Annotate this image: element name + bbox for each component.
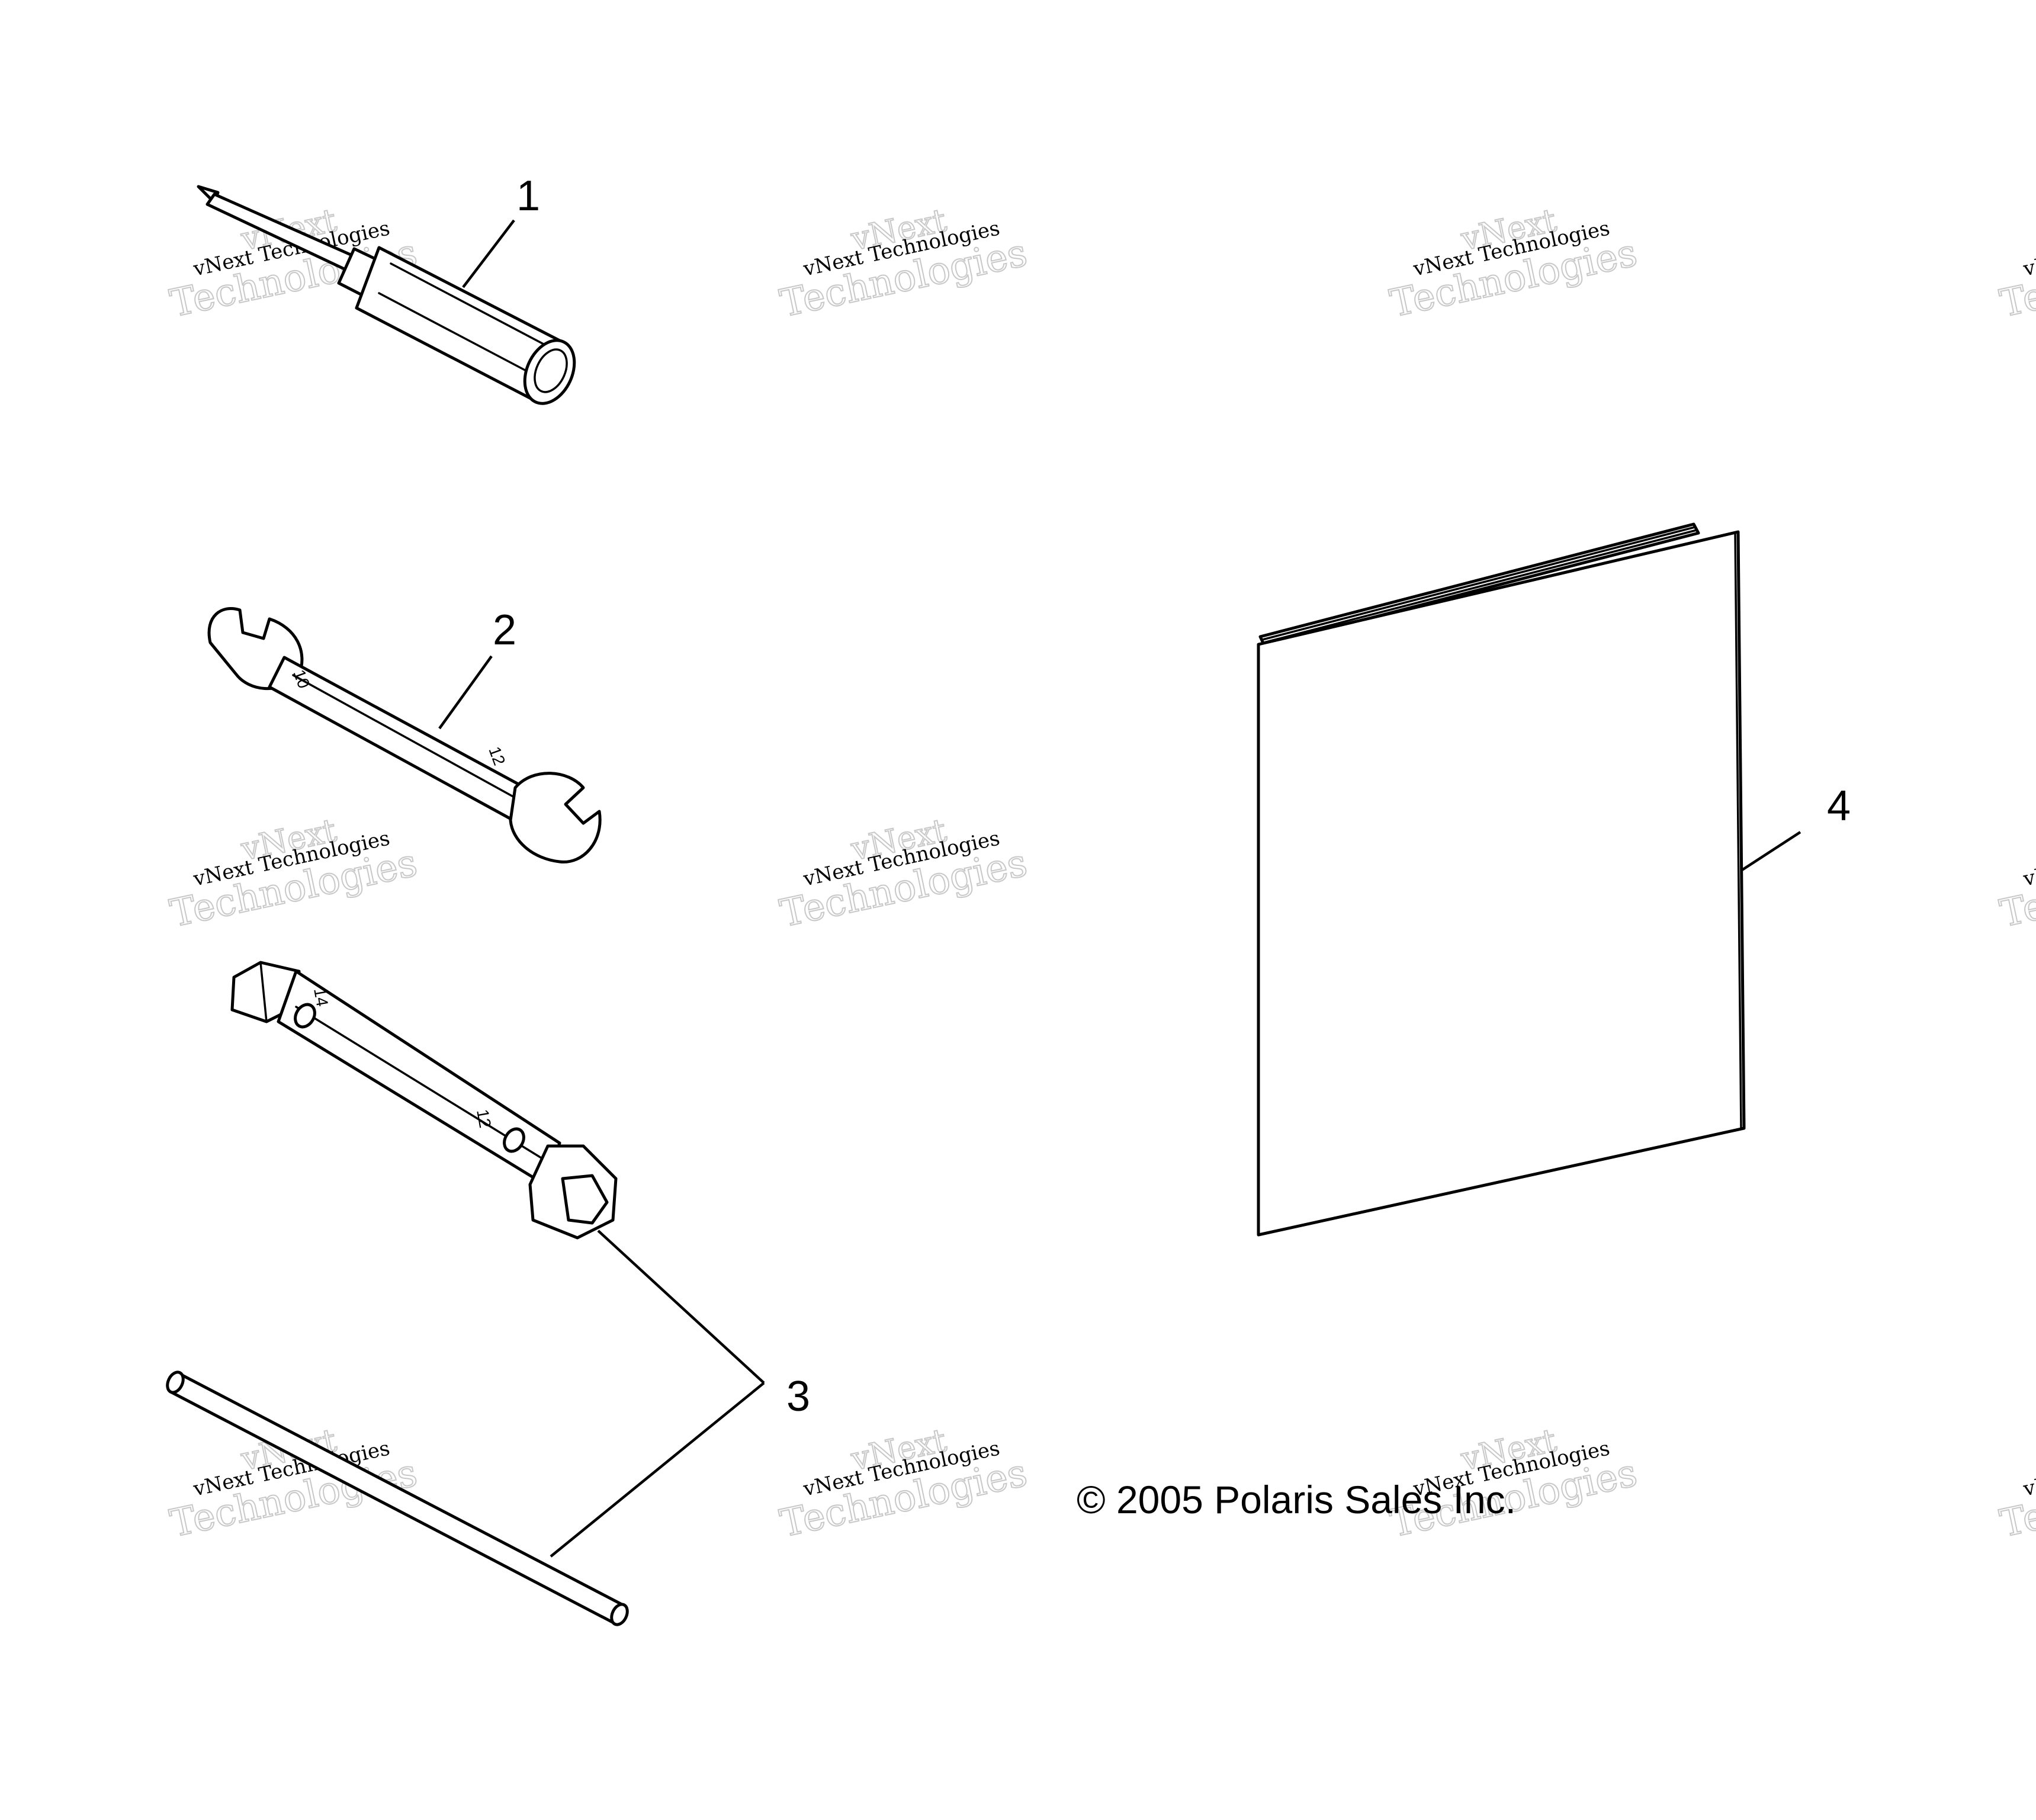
callout-2: 2 [493,606,516,654]
callout-3: 3 [786,1373,810,1420]
tube-socket-wrench-part: 14 12 [230,961,618,1240]
open-end-wrench-part: 10 12 [207,606,602,864]
tommy-bar-part [166,1370,629,1626]
callout-4: 4 [1827,782,1851,830]
leader-line-4 [1740,831,1801,872]
watermark-small-text: vNext Technologies [2021,1436,2036,1501]
leader-line-3b [550,1382,765,1558]
socket-size-small: 12 [473,1108,494,1129]
leader-line-1 [462,219,515,288]
leader-line-3a [597,1230,765,1384]
socket-size-large: 14 [310,987,332,1008]
watermark-small-text: vNext Technologies [2021,216,2036,281]
screwdriver-part [197,185,576,405]
wrench-size-large: 12 [485,744,509,768]
watermark-small-text: vNext Technologies [2021,826,2036,891]
copyright-notice: © 2005 Polaris Sales Inc. [1077,1478,1516,1522]
owners-manual-part [1257,522,1746,1237]
leader-line-2 [438,655,493,730]
callout-1: 1 [516,172,540,220]
